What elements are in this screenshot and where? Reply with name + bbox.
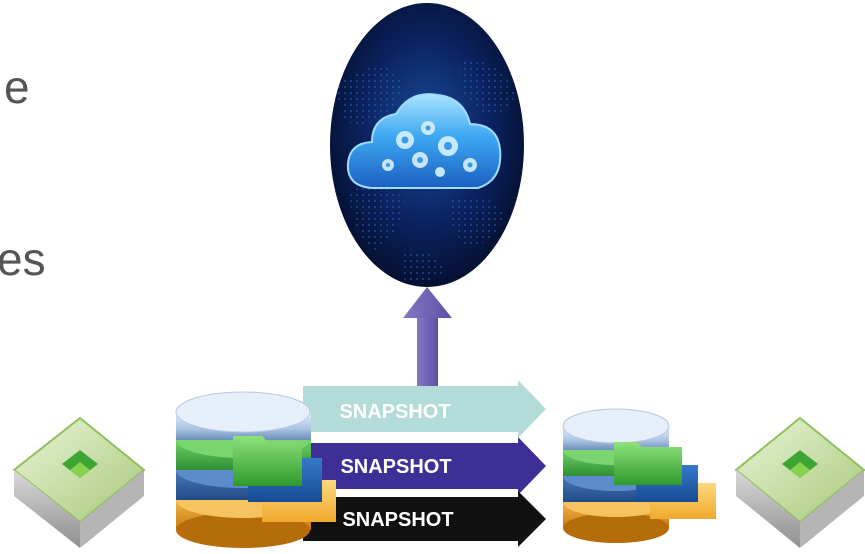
partial-body-text: es	[0, 233, 46, 285]
storage-appliance-icon-left	[12, 416, 146, 548]
cloud-gears-icon	[330, 3, 524, 287]
storage-appliance-icon-right	[734, 416, 865, 548]
snapshot-label-1: SNAPSHOT	[339, 401, 450, 423]
snapshot-label-3: SNAPSHOT	[342, 509, 453, 531]
upload-arrow	[403, 287, 452, 401]
snapshot-arrow-3: SNAPSHOT	[303, 491, 546, 547]
snapshot-label-2: SNAPSHOT	[340, 456, 451, 478]
snapshot-arrow-2: SNAPSHOT	[303, 437, 546, 495]
target-database-stack	[562, 408, 716, 543]
snapshot-arrow-1: SNAPSHOT	[303, 380, 546, 438]
source-database-stack	[175, 391, 336, 548]
partial-heading-text: e	[4, 61, 30, 113]
